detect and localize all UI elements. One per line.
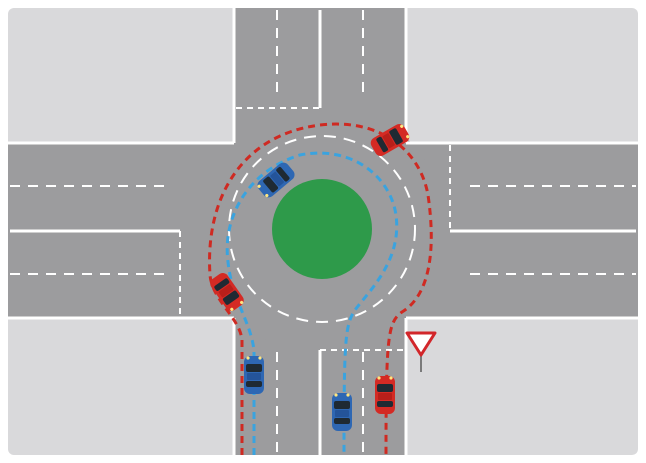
- lane-markings: [10, 10, 636, 455]
- blue-path: [225, 151, 399, 456]
- blue-car-entering: [332, 393, 352, 431]
- vehicle-paths: [208, 122, 433, 456]
- blue-car-waiting: [244, 356, 264, 394]
- red-car-entering: [375, 376, 395, 414]
- inverted-triangle-icon: [405, 331, 437, 357]
- central-island: [272, 179, 372, 279]
- give-way-sign: [405, 331, 437, 372]
